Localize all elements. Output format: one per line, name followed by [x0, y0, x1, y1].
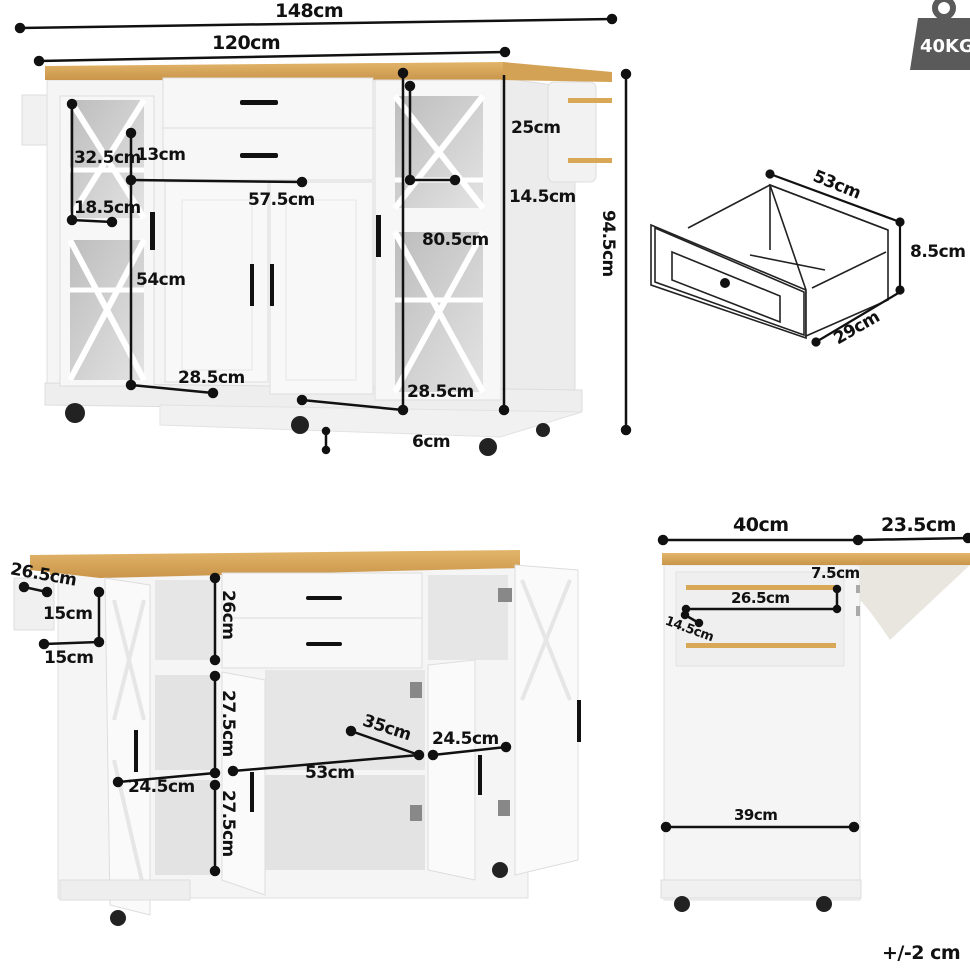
drawer-illustration [650, 183, 889, 340]
side-view-cabinet [660, 553, 970, 912]
center-width-label: 57.5cm [248, 190, 315, 210]
side-rack-depth-label: 15cm [44, 648, 94, 668]
base-depth-label: 39cm [734, 806, 778, 824]
side-view-dimension-lines [657, 532, 970, 833]
weight-icon [910, 0, 970, 70]
middle-compartment-height-label: 27.5cm [218, 690, 238, 757]
center-door-width-label: 28.5cm [178, 368, 245, 388]
center-shelf-width-label: 53cm [305, 763, 355, 783]
rack-width-label: 26.5cm [731, 589, 790, 607]
towel-rack-height-label: 25cm [511, 118, 561, 138]
overall-width-label: 148cm [275, 0, 344, 22]
open-view-cabinet [13, 550, 581, 926]
right-door-width-label: 28.5cm [407, 382, 474, 402]
lower-compartment-height-label: 27.5cm [218, 790, 238, 857]
top-width-label: 120cm [212, 32, 281, 54]
drawer-dimension-lines [765, 169, 905, 347]
weight-capacity-label: 40KG [920, 36, 970, 57]
cabinet-height-label: 80.5cm [422, 230, 489, 250]
overall-height-label: 94.5cm [598, 210, 618, 277]
glass-door-width-label: 18.5cm [74, 198, 141, 218]
open-view-dimension-lines [18, 572, 512, 877]
right-cabinet-width-label: 24.5cm [432, 729, 499, 749]
left-cabinet-width-label: 24.5cm [128, 777, 195, 797]
top-shelf-height-label: 26cm [218, 590, 238, 640]
center-door-height-label: 54cm [136, 270, 186, 290]
front-view-dimension-lines [14, 13, 632, 455]
towel-rack-depth-label: 14.5cm [509, 187, 576, 207]
rack-gap-label: 7.5cm [811, 564, 860, 582]
base-height-label: 6cm [412, 432, 451, 452]
drawer-height-label: 13cm [136, 145, 186, 165]
glass-door-height-label: 32.5cm [74, 148, 141, 168]
tolerance-note: +/-2 cm [882, 942, 961, 964]
front-view-cabinet [21, 62, 612, 456]
side-depth-label: 40cm [733, 514, 789, 536]
side-rack-height-label: 15cm [43, 604, 93, 624]
drawer-height-label-side: 8.5cm [910, 242, 966, 262]
drop-leaf-label: 23.5cm [881, 514, 956, 536]
